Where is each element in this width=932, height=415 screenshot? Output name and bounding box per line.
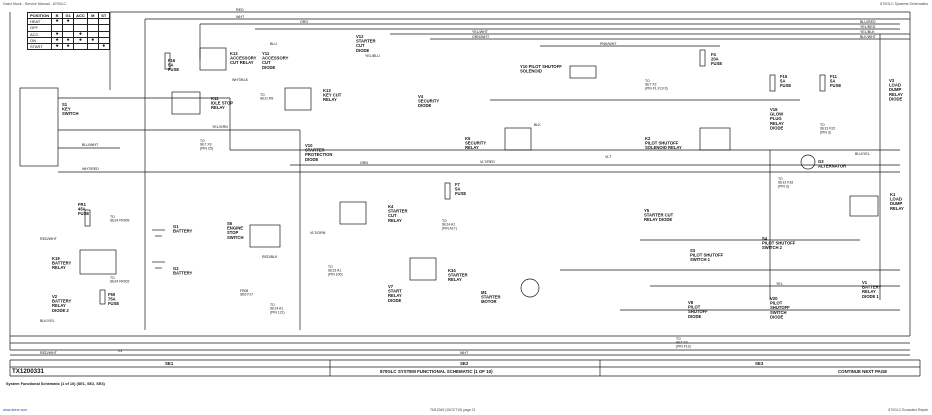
wire-label: YEL/BLU <box>365 54 380 58</box>
wire-label: GRN/WHT <box>472 35 490 39</box>
wire-label: WHT <box>236 15 245 19</box>
wire-label: GRN <box>360 161 368 165</box>
wire-label: BLU/WHT <box>82 143 99 147</box>
wire-label: BLK/YEL <box>40 319 55 323</box>
section-label-se1: SE1 <box>165 361 174 366</box>
wire-label: RED/WHT <box>40 237 58 241</box>
page-header-right: 870GLC Systems Schematics <box>880 2 928 6</box>
wire-label: YEL <box>776 282 783 286</box>
wire-label: RED/BLK <box>262 255 278 259</box>
wire-label: BLU <box>270 42 277 46</box>
wire-label: BLK/WHT <box>860 35 877 39</box>
wire-label: YEL/RED <box>860 25 876 29</box>
schematic-title: 870GLC SYSTEM FUNCTIONAL SCHEMATIC (1 OF… <box>380 369 493 374</box>
wire-label: VLT/RED <box>480 160 495 164</box>
key-table-header-row: POSITION B G1 ACC M ST <box>26 11 110 20</box>
wire-label: VLT <box>605 155 612 159</box>
wire-label: BLK <box>534 123 541 127</box>
figure-caption: System Functional Schematic (1 of 10) (S… <box>6 382 105 386</box>
key-table-dot: ● <box>62 42 75 51</box>
wire-label: WHT <box>460 351 469 355</box>
section-label-se2: SE2 <box>460 361 469 366</box>
ref-label: X3 <box>118 349 122 353</box>
wire-label: RED/WHT <box>40 351 58 355</box>
page-header-left: Gator Mock - Service Manual - 870GLC <box>3 2 67 6</box>
wire-label: BLU/RED <box>860 20 876 24</box>
wire-label: WHT/BLK <box>232 78 249 82</box>
wire-label: BLU/YEL <box>855 152 870 156</box>
wire-label: ORG <box>300 20 308 24</box>
wire-label: VLT/GRN <box>310 231 326 235</box>
wire-label: YEL/BLK <box>860 30 875 34</box>
wire-label: YEL/WHT <box>472 30 489 34</box>
footer-link[interactable]: www.deere.com <box>3 408 28 412</box>
figure-id: TX1200331 <box>12 368 45 375</box>
wire-label: PNK/WHT <box>600 42 617 46</box>
wire-label: YEL/GRN <box>212 125 228 129</box>
key-table-dot: ● <box>97 42 110 51</box>
footer-page: TM12345 (15OCT19) page 21 <box>430 408 476 412</box>
key-table-row: START ● ● ● <box>26 42 110 51</box>
key-table-row-label: START <box>26 42 53 51</box>
wire-label: WHT/RED <box>82 167 99 171</box>
footer-right: 870GLC Excavator Repair <box>888 408 928 412</box>
section-label-se3: SE3 <box>755 361 764 366</box>
key-switch-position-table: POSITION B G1 ACC M ST HEAT ● ● OFF ACC … <box>26 11 110 51</box>
wire-label: RED <box>236 8 244 12</box>
continue-next-page: CONTINUE NEXT PAGE <box>838 369 887 374</box>
wiring <box>9 11 921 377</box>
